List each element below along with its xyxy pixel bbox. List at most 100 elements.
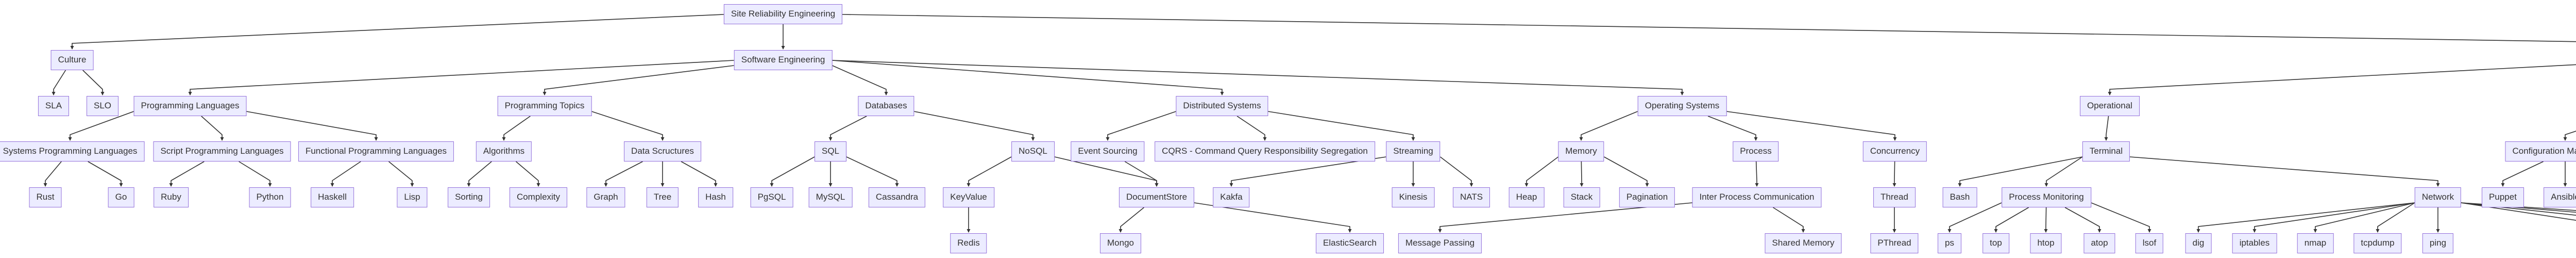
edge-network--nmap xyxy=(2313,202,2415,233)
node-haskell: Haskell xyxy=(311,187,354,207)
node-sorting: Sorting xyxy=(448,187,490,207)
edge-databases--nosql xyxy=(914,111,1035,141)
node-htop: htop xyxy=(2030,233,2062,253)
edge-concurrency--thread xyxy=(1892,161,1896,187)
edge-operations--operational xyxy=(2108,64,2576,95)
edge-programming-languages--functional-programming-languages xyxy=(246,111,378,141)
node-stack: Stack xyxy=(1563,187,1600,207)
node-hash: Hash xyxy=(698,187,733,207)
edge-operating-systems--concurrency xyxy=(1726,111,1897,141)
edge-network--airmon xyxy=(2461,202,2576,213)
node-elasticsearch: ElasticSearch xyxy=(1316,233,1384,253)
node-cqrs-command-query-responsibility-segregation: CQRS - Command Query Responsibility Segr… xyxy=(1155,141,1375,162)
edge-distributed-systems--cqrs-command-query-responsibility-segregation xyxy=(1236,116,1267,141)
node-mongo: Mongo xyxy=(1100,233,1141,253)
node-operational: Operational xyxy=(2080,96,2140,116)
edge-script-programming-languages--ruby xyxy=(169,161,205,187)
node-lsof: lsof xyxy=(2135,233,2164,253)
node-configuration-management: Configuration Management xyxy=(2505,141,2576,162)
node-kinesis: Kinesis xyxy=(1392,187,1435,207)
edge-process-monitoring--atop xyxy=(2064,207,2102,233)
node-graph: Graph xyxy=(586,187,625,207)
edge-process-monitoring--lsof xyxy=(2091,202,2151,233)
node-programming-languages: Programming Languages xyxy=(133,96,247,116)
node-pgsql: PgSQL xyxy=(750,187,793,207)
edge-sql--cassandra xyxy=(846,156,899,187)
node-heap: Heap xyxy=(1509,187,1545,207)
node-sla: SLA xyxy=(38,96,70,116)
node-message-passing: Message Passing xyxy=(1398,233,1482,253)
edge-network--iptables xyxy=(2252,202,2415,233)
node-process: Process xyxy=(1733,141,1779,162)
edge-process-monitoring--ps xyxy=(1947,202,2002,233)
edge-systems-programming-languages--go xyxy=(88,161,123,187)
node-pthread: PThread xyxy=(1870,233,1919,253)
edge-programming-languages--systems-programming-languages xyxy=(68,111,134,141)
edge-event-sourcing--documentstore xyxy=(1124,161,1159,187)
node-operating-systems: Operating Systems xyxy=(1637,96,1727,116)
node-inter-process-communication: Inter Process Communication xyxy=(1692,187,1822,207)
edge-inter-process-communication--shared-memory xyxy=(1773,207,1805,233)
edge-memory--stack xyxy=(1580,161,1584,187)
node-tcpdump: tcpdump xyxy=(2353,233,2402,253)
node-python: Python xyxy=(249,187,291,207)
node-top: top xyxy=(1982,233,2009,253)
edge-site-reliability-engineering--culture xyxy=(70,14,724,50)
node-lisp: Lisp xyxy=(397,187,428,207)
node-event-sourcing: Event Sourcing xyxy=(1071,141,1145,162)
edge-terminal--bash xyxy=(1958,156,2083,187)
edge-systems-programming-languages--rust xyxy=(43,161,62,187)
edge-culture--sla xyxy=(52,70,66,95)
node-data-scructures: Data Scructures xyxy=(624,141,701,162)
edge-infrastructure-as-code--configuration-management xyxy=(2563,131,2576,141)
edge-software-engineering--operating-systems xyxy=(832,60,1684,95)
edge-functional-programming-languages--lisp xyxy=(388,161,414,187)
edge-programming-topics--data-scructures xyxy=(591,111,665,141)
edge-algorithms--sorting xyxy=(467,161,492,187)
edge-software-engineering--distributed-systems xyxy=(832,60,1224,95)
edge-network--traceroute xyxy=(2461,202,2576,216)
node-streaming: Streaming xyxy=(1386,141,1440,162)
node-ping: ping xyxy=(2422,233,2454,253)
edge-culture--slo xyxy=(82,70,105,95)
node-go: Go xyxy=(108,187,134,207)
node-ansible: Ansible xyxy=(2544,187,2576,207)
edge-software-engineering--programming-topics xyxy=(543,65,734,95)
edge-databases--sql xyxy=(828,116,867,141)
node-tree: Tree xyxy=(646,187,679,207)
node-mysql: MySQL xyxy=(808,187,853,207)
edge-data-scructures--hash xyxy=(681,161,718,187)
edge-programming-topics--algorithms xyxy=(502,116,531,141)
node-distributed-systems: Distributed Systems xyxy=(1176,96,1268,116)
node-ps: ps xyxy=(1938,233,1961,253)
node-sql: SQL xyxy=(814,141,847,162)
edge-network--dig xyxy=(2196,202,2415,233)
edge-nosql--keyvalue xyxy=(967,156,1012,187)
node-databases: Databases xyxy=(858,96,914,116)
node-atop: atop xyxy=(2083,233,2115,253)
edge-process-monitoring--top xyxy=(1994,207,2029,233)
edge-network--mtr xyxy=(2461,202,2576,221)
edge-script-programming-languages--python xyxy=(239,161,272,187)
edge-operating-systems--memory xyxy=(1579,111,1638,141)
node-bash: Bash xyxy=(1942,187,1977,207)
edges xyxy=(43,14,2576,233)
edge-process--inter-process-communication xyxy=(1755,161,1759,187)
node-systems-programming-languages: Systems Programming Languages xyxy=(0,141,145,162)
edge-distributed-systems--streaming xyxy=(1268,111,1415,141)
edge-data-scructures--graph xyxy=(604,161,643,187)
node-script-programming-languages: Script Programming Languages xyxy=(153,141,291,162)
edge-algorithms--complexity xyxy=(515,161,540,187)
node-process-monitoring: Process Monitoring xyxy=(2002,187,2091,207)
edge-documentstore--mongo xyxy=(1118,207,1145,233)
node-nosql: NoSQL xyxy=(1011,141,1055,162)
node-dig: dig xyxy=(2185,233,2212,253)
node-nats: NATS xyxy=(1452,187,1490,207)
node-keyvalue: KeyValue xyxy=(943,187,994,207)
edge-inter-process-communication--message-passing xyxy=(1438,202,1692,233)
node-iptables: iptables xyxy=(2232,233,2277,253)
edge-software-engineering--databases xyxy=(832,65,888,95)
edge-streaming--kakfa xyxy=(1229,156,1386,187)
